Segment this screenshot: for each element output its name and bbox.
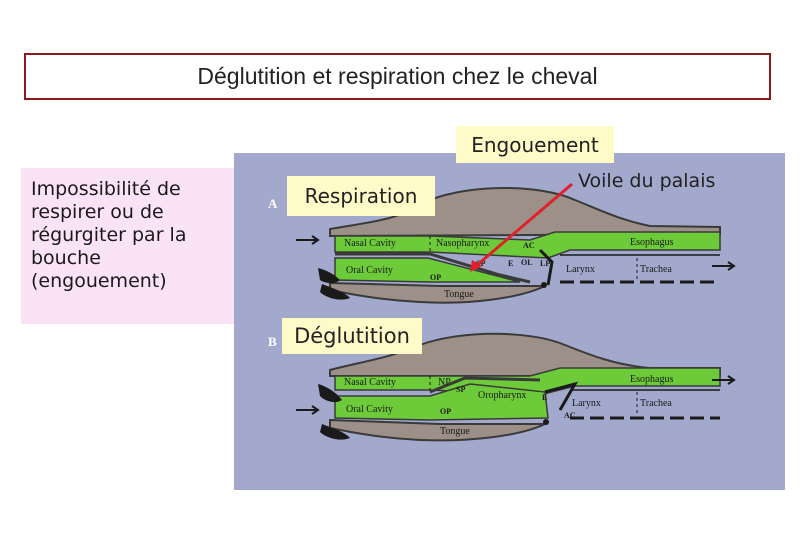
label-voile-du-palais: Voile du palais (578, 170, 715, 192)
panel-b-trachea-label: Trachea (640, 398, 672, 409)
panel-b-nasal-cavity-label: Nasal Cavity (344, 377, 396, 388)
panel-a-oral-cavity-label: Oral Cavity (346, 265, 393, 276)
panel-b-sp-label: SP (456, 385, 465, 394)
panel-a-ac-label: AC (523, 241, 535, 250)
panel-b-hyoid (543, 419, 549, 425)
panel-a-nasopharynx-label: Nasopharynx (436, 238, 489, 249)
label-respiration: Respiration (287, 176, 435, 216)
panel-b-np-label: NP (438, 377, 451, 388)
panel-b-oral-cavity-label: Oral Cavity (346, 404, 393, 415)
panel-b-oropharynx-label: Oropharynx (478, 390, 526, 401)
panel-a-trachea-label: Trachea (640, 264, 672, 275)
panel-b-e-label: E (542, 393, 547, 402)
panel-b-tongue-label: Tongue (440, 426, 470, 437)
panel-a-nasal-cavity-label: Nasal Cavity (344, 238, 396, 249)
panel-a-ol-label: OL (521, 258, 533, 267)
panel-a-e-label: E (508, 259, 513, 268)
panel-a-esophagus-label: Esophagus (630, 237, 673, 248)
panel-a-tongue-label: Tongue (444, 289, 474, 300)
panel-a-letter: A (268, 196, 278, 211)
panel-a-larynx-label: Larynx (566, 264, 595, 275)
panel-b-op-label: OP (440, 407, 451, 416)
label-engouement: Engouement (456, 126, 614, 163)
label-deglutition: Déglutition (282, 318, 422, 354)
panel-b-larynx-label: Larynx (572, 398, 601, 409)
panel-a-lp-label: LP (540, 259, 550, 268)
panel-a-hyoid (541, 282, 547, 288)
panel-b-esophagus-label: Esophagus (630, 374, 673, 385)
panel-b-letter: B (268, 334, 277, 349)
panel-b-ac-label: AC (564, 411, 576, 420)
panel-a-op-label: OP (430, 273, 441, 282)
